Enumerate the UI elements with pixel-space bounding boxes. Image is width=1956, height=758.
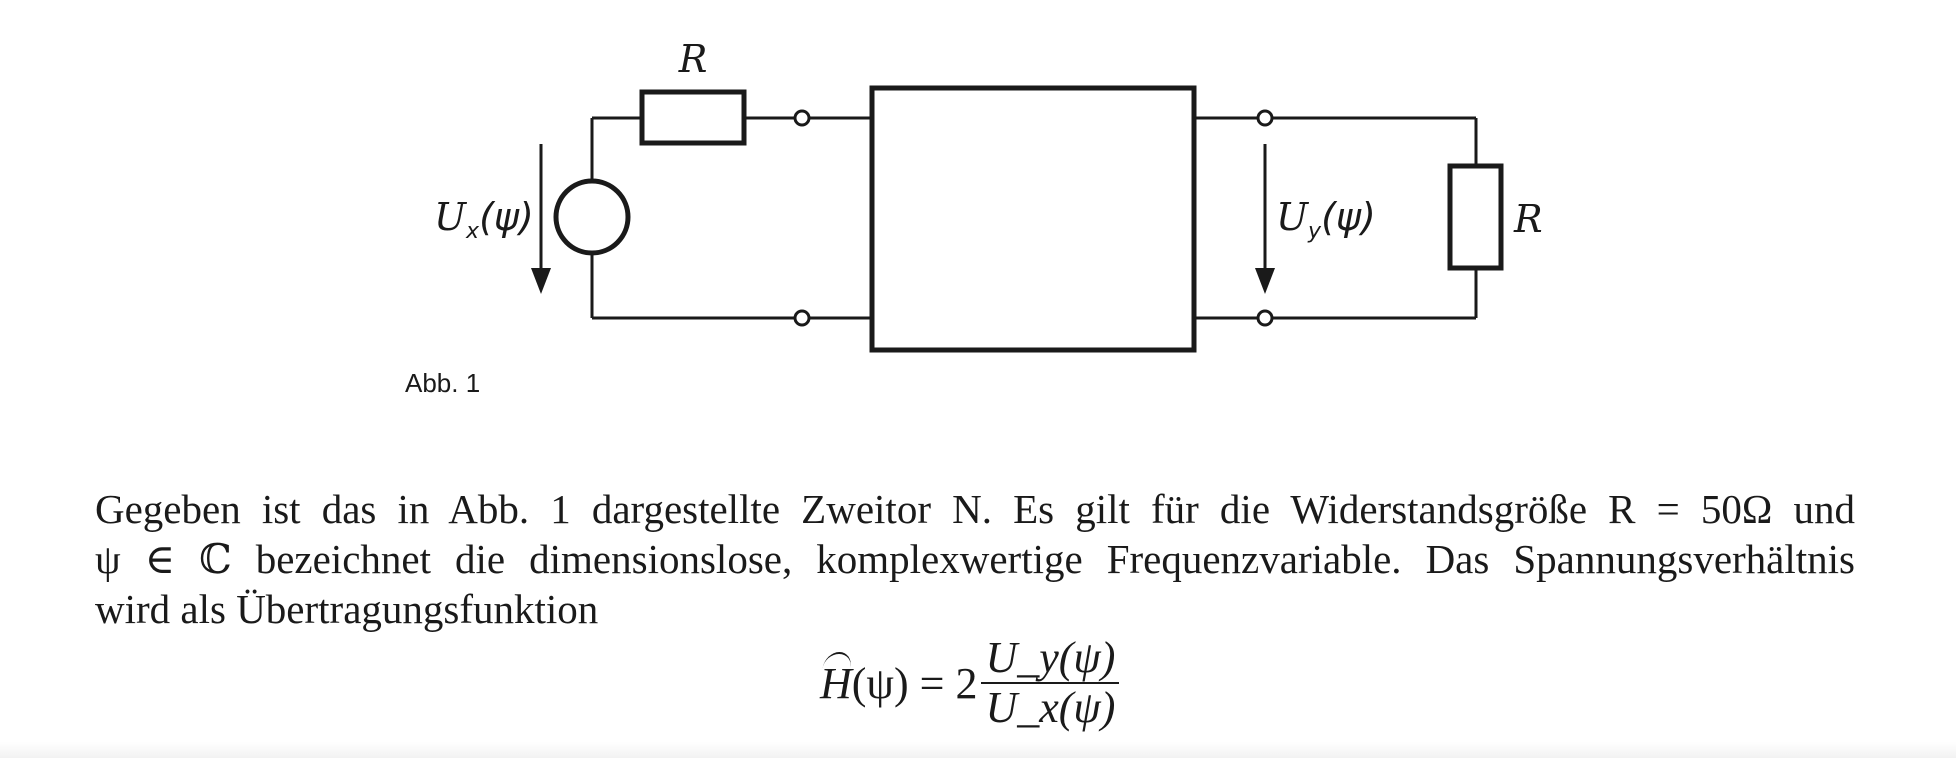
figure-caption: Abb. 1 — [405, 368, 481, 398]
fraction-numerator: U_y(ψ) — [985, 633, 1116, 682]
problem-text-line-2: ψ ∈ ℂ bezeichnet die dimensionslose, kom… — [95, 536, 1855, 582]
problem-text-line-3: wird als Übertragungsfunktion — [95, 586, 599, 632]
problem-text: Gegeben ist das in Abb. 1 dargestellte Z… — [95, 484, 1855, 634]
equation-lhs-argument: (ψ) = 2 — [851, 658, 978, 708]
h-tilde-symbol: H — [820, 658, 852, 708]
source-voltage-label: Ux(ψ) — [434, 195, 534, 244]
fraction-bar — [981, 682, 1120, 684]
fraction-denominator: U_x(ψ) — [985, 683, 1116, 732]
resistor-series-label: R — [678, 37, 708, 81]
resistor-load — [1447, 163, 1504, 271]
page-bottom-shadow — [0, 742, 1956, 758]
arrowhead-source-voltage — [531, 268, 551, 294]
terminal-port2-top — [1256, 109, 1274, 127]
resistor-load-label: R — [1513, 197, 1543, 241]
terminal-port1-top — [793, 109, 811, 127]
problem-text-line-1: Gegeben ist das in Abb. 1 dargestellte Z… — [95, 486, 1855, 532]
arrowhead-output-voltage — [1255, 268, 1275, 294]
voltage-source-symbol — [553, 178, 631, 256]
transfer-function-equation: H (ψ) = 2 U_y(ψ) U_x(ψ) — [820, 628, 1120, 738]
output-voltage-label: Uy(ψ) — [1276, 195, 1376, 244]
resistor-series — [639, 89, 747, 146]
voltage-ratio-fraction: U_y(ψ) U_x(ψ) — [981, 633, 1120, 732]
two-port-box — [869, 85, 1197, 353]
terminal-port2-bottom — [1256, 309, 1274, 327]
terminal-port1-bottom — [793, 309, 811, 327]
two-port-circuit-diagram: R R Ux(ψ) Uy(ψ) — [434, 37, 1543, 353]
